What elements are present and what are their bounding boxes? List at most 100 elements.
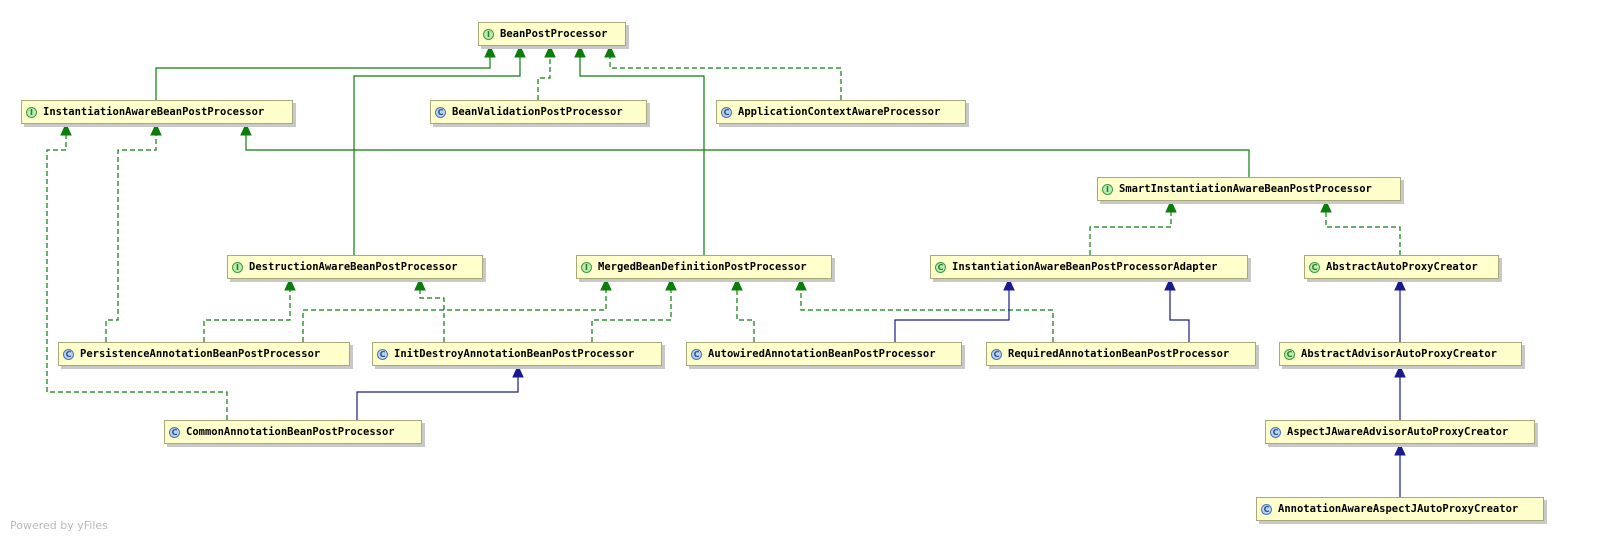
arrowhead-icon <box>512 364 524 378</box>
arrowhead-icon <box>544 44 556 58</box>
node-label: RequiredAnnotationBeanPostProcessor <box>1008 348 1230 360</box>
node-label: AnnotationAwareAspectJAutoProxyCreator <box>1278 503 1519 515</box>
node-bpp[interactable]: I BeanPostProcessor <box>478 22 626 46</box>
interface-icon: I <box>26 106 37 118</box>
arrowhead-icon <box>1394 442 1406 456</box>
edge-awabpp-to-mbdpp <box>731 277 755 342</box>
node-idabpp[interactable]: C InitDestroyAnnotationBeanPostProcessor <box>372 342 662 366</box>
node-acap[interactable]: C ApplicationContextAwareProcessor <box>716 100 966 124</box>
node-label: PersistenceAnnotationBeanPostProcessor <box>80 348 321 360</box>
class-icon: C <box>63 348 74 360</box>
node-pabpp[interactable]: C PersistenceAnnotationBeanPostProcessor <box>58 342 350 366</box>
arrowhead-icon <box>284 277 296 291</box>
arrowhead-icon <box>1165 199 1177 213</box>
arrowhead-icon <box>150 122 162 136</box>
arrowhead-icon <box>665 277 677 291</box>
node-siabpp[interactable]: I SmartInstantiationAwareBeanPostProcess… <box>1097 177 1401 201</box>
class-icon: C <box>991 348 1002 360</box>
class-icon: C <box>691 348 702 360</box>
edge-idabpp-to-dabpp <box>414 277 445 342</box>
edge-bvpp-to-bpp <box>537 44 556 100</box>
node-bvpp[interactable]: C BeanValidationPostProcessor <box>430 100 647 124</box>
edge-pabpp-to-iabpp <box>105 122 162 342</box>
edge-idabpp-to-mbdpp <box>591 277 677 342</box>
edge-acap-to-bpp <box>604 44 842 100</box>
node-aaapc[interactable]: C AbstractAdvisorAutoProxyCreator <box>1279 342 1522 366</box>
node-aaajapc[interactable]: C AnnotationAwareAspectJAutoProxyCreator <box>1256 497 1544 521</box>
interface-icon: I <box>232 261 243 273</box>
node-aapc[interactable]: C AbstractAutoProxyCreator <box>1304 255 1499 279</box>
arrowhead-icon <box>731 277 743 291</box>
node-label: BeanValidationPostProcessor <box>452 106 623 118</box>
arrowhead-icon <box>1320 199 1332 213</box>
watermark: Powered by yFiles <box>10 519 108 532</box>
edge-line <box>302 279 607 342</box>
node-label: CommonAnnotationBeanPostProcessor <box>186 426 395 438</box>
edge-line <box>353 46 521 255</box>
arrowhead-icon <box>795 277 807 291</box>
arrowhead-icon <box>60 122 72 136</box>
edge-line <box>736 279 755 342</box>
edge-awabpp-to-iabppa <box>894 277 1015 342</box>
edge-iabpp-to-bpp <box>155 44 496 100</box>
interface-icon: I <box>1102 183 1113 195</box>
node-iabpp[interactable]: I InstantiationAwareBeanPostProcessor <box>21 100 293 124</box>
edge-aaapc-to-aapc <box>1394 277 1406 342</box>
node-label: AutowiredAnnotationBeanPostProcessor <box>708 348 936 360</box>
node-iabppa[interactable]: C InstantiationAwareBeanPostProcessorAda… <box>930 255 1248 279</box>
node-label: AspectJAwareAdvisorAutoProxyCreator <box>1287 426 1509 438</box>
node-label: ApplicationContextAwareProcessor <box>738 106 941 118</box>
node-awabpp[interactable]: C AutowiredAnnotationBeanPostProcessor <box>686 342 962 366</box>
edge-line <box>203 279 291 342</box>
edge-line <box>46 124 228 420</box>
interface-icon: I <box>483 28 494 40</box>
edge-line <box>155 46 491 100</box>
abstract-class-icon: C <box>1309 261 1320 273</box>
edge-pabpp-to-mbdpp <box>302 277 612 342</box>
edge-cabpp-to-idabpp <box>356 364 524 420</box>
edge-pabpp-to-dabpp <box>203 277 296 342</box>
arrowhead-icon <box>1394 277 1406 291</box>
abstract-class-icon: C <box>935 261 946 273</box>
node-label: InitDestroyAnnotationBeanPostProcessor <box>394 348 635 360</box>
arrowhead-icon <box>240 122 252 136</box>
edge-ajaapc-to-aaapc <box>1394 364 1406 420</box>
edge-line <box>1169 279 1190 342</box>
edge-line <box>245 124 1250 177</box>
edge-line <box>419 279 445 342</box>
abstract-class-icon: C <box>1284 348 1295 360</box>
arrowhead-icon <box>514 44 526 58</box>
node-label: AbstractAutoProxyCreator <box>1326 261 1478 273</box>
class-icon: C <box>1261 503 1272 515</box>
node-rabpp[interactable]: C RequiredAnnotationBeanPostProcessor <box>986 342 1256 366</box>
class-icon: C <box>169 426 180 438</box>
node-mbdpp[interactable]: I MergedBeanDefinitionPostProcessor <box>576 255 832 279</box>
edge-line <box>800 279 1054 342</box>
node-ajaapc[interactable]: C AspectJAwareAdvisorAutoProxyCreator <box>1265 420 1535 444</box>
edge-line <box>894 279 1010 342</box>
node-dabpp[interactable]: I DestructionAwareBeanPostProcessor <box>227 255 483 279</box>
interface-icon: I <box>581 261 592 273</box>
node-label: BeanPostProcessor <box>500 28 608 40</box>
node-label: AbstractAdvisorAutoProxyCreator <box>1301 348 1497 360</box>
edge-rabpp-to-iabppa <box>1164 277 1190 342</box>
arrowhead-icon <box>1394 364 1406 378</box>
arrowhead-icon <box>484 44 496 58</box>
class-icon: C <box>435 106 446 118</box>
edge-line <box>1325 201 1401 255</box>
edge-dabpp-to-bpp <box>353 44 526 255</box>
node-cabpp[interactable]: C CommonAnnotationBeanPostProcessor <box>164 420 422 444</box>
edge-mbdpp-to-bpp <box>574 44 705 255</box>
class-icon: C <box>377 348 388 360</box>
edge-rabpp-to-mbdpp <box>795 277 1054 342</box>
edge-line <box>537 46 551 100</box>
arrowhead-icon <box>1003 277 1015 291</box>
edge-siabpp-to-iabpp <box>240 122 1250 177</box>
node-label: SmartInstantiationAwareBeanPostProcessor <box>1119 183 1372 195</box>
arrowhead-icon <box>600 277 612 291</box>
node-label: DestructionAwareBeanPostProcessor <box>249 261 458 273</box>
edge-aaajapc-to-ajaapc <box>1394 442 1406 497</box>
edge-line <box>105 124 157 342</box>
